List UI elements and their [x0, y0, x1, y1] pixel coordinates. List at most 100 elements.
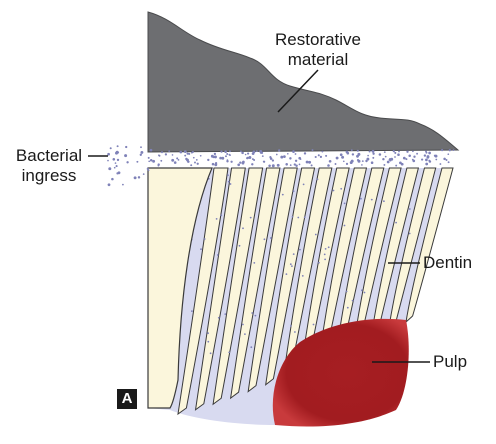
bacterium-dot	[229, 150, 231, 153]
bacterium-dot	[428, 159, 431, 162]
bacterium-dot	[317, 154, 320, 157]
bacterium-dot	[291, 216, 294, 218]
bacterium-dot	[290, 325, 292, 327]
bacterium-dot	[147, 169, 150, 172]
bacterium-dot	[211, 162, 215, 166]
bacterium-dot	[386, 160, 390, 164]
bacterium-dot	[433, 154, 436, 157]
bacterium-dot	[292, 150, 295, 153]
bacterium-dot	[275, 153, 278, 156]
bacterium-dot	[210, 154, 214, 158]
bacterium-dot	[176, 157, 179, 160]
bacterium-dot	[254, 314, 257, 317]
bacterium-dot	[149, 148, 153, 152]
bacterium-dot	[249, 216, 252, 219]
bacterium-dot	[292, 190, 295, 193]
bacterium-dot	[148, 160, 151, 163]
restorative-material-label: Restorative material	[262, 30, 374, 70]
bacterium-dot	[112, 158, 116, 161]
bacterium-dot	[229, 183, 232, 185]
bacterium-dot	[303, 216, 306, 219]
bacterium-dot	[332, 189, 335, 192]
pulp-label: Pulp	[433, 352, 468, 371]
bacterium-dot	[107, 152, 110, 156]
bacterium-dot	[394, 151, 397, 154]
bacterium-dot	[370, 198, 373, 201]
bacterium-dot	[423, 154, 427, 157]
bacterium-dot	[310, 164, 313, 167]
dentin-tubule-strip	[194, 167, 246, 411]
bacterium-dot	[447, 161, 450, 164]
bacterium-dot	[220, 150, 223, 153]
bacterium-dot	[368, 150, 371, 153]
bacterium-dot	[299, 248, 301, 251]
bacterium-dot	[164, 153, 168, 156]
bacterium-dot	[253, 262, 256, 264]
bacterium-dot	[289, 263, 292, 266]
dentin-tubule-strip	[212, 167, 264, 406]
bacterium-dot	[439, 163, 442, 165]
bacterium-dot	[365, 159, 368, 163]
bacterium-dot	[314, 155, 317, 159]
bacterium-dot	[294, 331, 296, 333]
bacterium-dot	[109, 147, 112, 150]
bacterium-dot	[452, 149, 455, 152]
bacteria-particles	[107, 145, 455, 187]
bacterium-dot	[108, 167, 112, 171]
bacterium-dot	[305, 160, 309, 164]
restorative-label-line1: Restorative	[275, 30, 361, 49]
bacterium-dot	[383, 200, 385, 203]
bacterium-dot	[226, 153, 229, 155]
bacterium-dot	[173, 161, 177, 164]
bacterium-dot	[268, 164, 271, 168]
bacterium-dot	[241, 151, 244, 155]
bacterium-dot	[209, 352, 212, 355]
bacterium-dot	[425, 151, 428, 154]
bacterium-dot	[207, 332, 210, 335]
bacterium-dot	[230, 160, 233, 163]
bacterium-dot	[116, 158, 120, 162]
bacterium-dot	[251, 163, 254, 166]
bacterium-dot	[425, 158, 428, 162]
bacterium-dot	[398, 150, 400, 153]
bacterium-dot	[392, 150, 395, 153]
bacterium-dot	[383, 163, 386, 166]
bacterium-dot	[192, 156, 195, 159]
bacterium-dot	[448, 149, 451, 152]
bacterium-dot	[160, 151, 164, 154]
bacterium-dot	[350, 159, 354, 163]
bacterium-dot	[240, 150, 242, 153]
bacterium-dot	[184, 154, 187, 157]
bacterium-dot	[225, 155, 227, 158]
bacterium-dot	[383, 151, 386, 153]
bacterium-dot	[126, 161, 129, 164]
restorative-label-line2: material	[287, 50, 349, 69]
bacterium-dot	[124, 154, 128, 158]
bacterium-dot	[323, 253, 326, 256]
bacterium-dot	[171, 154, 174, 156]
bacterium-dot	[220, 214, 223, 217]
pulp-region	[272, 318, 409, 427]
bacterium-dot	[343, 202, 346, 205]
bacterium-dot	[228, 153, 231, 156]
bacterium-dot	[334, 163, 337, 165]
bacterium-dot	[425, 162, 429, 166]
bacterium-dot	[149, 158, 153, 162]
restorative-leader-line	[277, 69, 319, 113]
bacterium-dot	[171, 158, 175, 162]
bacterium-dot	[253, 159, 256, 161]
bacterium-dot	[408, 232, 411, 235]
bacterium-dot	[363, 291, 366, 294]
bacterium-dot	[281, 193, 284, 196]
dentin-label: Dentin	[423, 253, 473, 272]
bacterium-dot	[297, 216, 300, 219]
bacterial-ingress-label: Bacterial ingress	[10, 146, 88, 186]
bacterium-dot	[342, 160, 345, 163]
bacterium-dot	[115, 150, 119, 154]
dentin-tubule-strip	[229, 167, 281, 400]
bacterium-dot	[384, 155, 387, 158]
bacterium-dot	[319, 155, 323, 159]
bacterium-dot	[107, 183, 111, 187]
bacterium-dot	[237, 163, 241, 167]
